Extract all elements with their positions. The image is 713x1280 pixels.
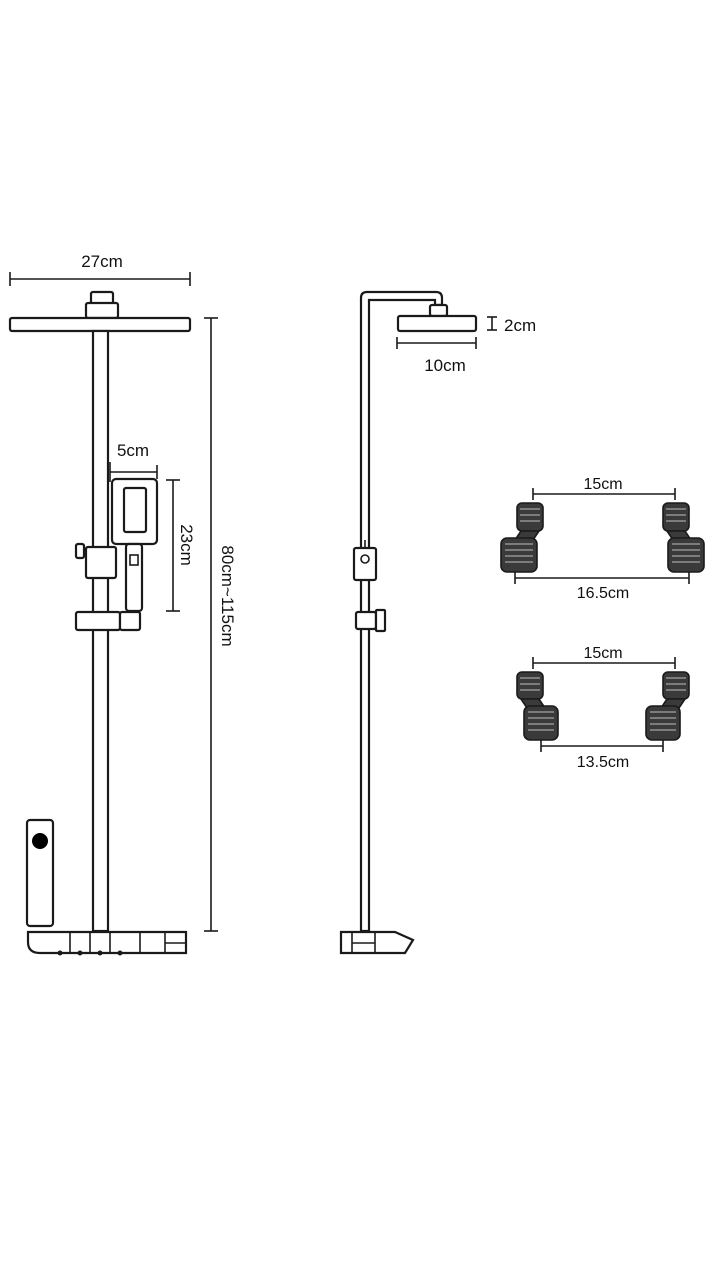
center-distance-label-a: 15cm: [583, 476, 622, 493]
connector-set-a: 15cm: [500, 476, 705, 602]
diverter-holder: [74, 542, 118, 580]
sliding-bracket: [74, 610, 142, 632]
head-connector: [84, 290, 120, 320]
connector-set-b: 15cm: [516, 645, 690, 771]
head-width-dimension: 27cm: [9, 252, 191, 286]
tub-spout-side: [339, 930, 415, 955]
right-fitting-b: [645, 671, 690, 741]
side-view: 2cm 10cm: [339, 290, 536, 955]
center-distance-label-b: 15cm: [583, 645, 622, 662]
head-depth-dimension: 10cm: [396, 337, 477, 375]
handheld-shower: [110, 477, 159, 613]
head-thickness-dimension: 2cm: [487, 316, 536, 335]
head-thickness-label: 2cm: [504, 316, 536, 335]
head-depth-label: 10cm: [424, 356, 466, 375]
inner-span-dimension-b: 13.5cm: [540, 740, 664, 771]
handheld-width-label: 5cm: [117, 441, 149, 460]
left-fitting-b: [516, 671, 559, 741]
height-range-label: 80cm~115cm: [218, 545, 237, 646]
handheld-height-label: 23cm: [177, 524, 196, 566]
side-diverter: [352, 540, 378, 582]
center-distance-dimension-a: 15cm: [532, 476, 676, 500]
right-fitting-a: [662, 502, 705, 573]
side-sliding-bracket: [354, 608, 387, 633]
outer-span-label-a: 16.5cm: [577, 585, 629, 602]
tub-spout-front: [26, 930, 188, 956]
button-icon: [32, 833, 48, 849]
head-width-label: 27cm: [81, 252, 123, 271]
hand-shower-holder: [25, 818, 55, 928]
handheld-height-dimension: 23cm: [166, 479, 196, 612]
center-distance-dimension-b: 15cm: [532, 645, 676, 669]
handheld-width-dimension: 5cm: [109, 441, 158, 482]
left-fitting-a: [500, 502, 544, 573]
outer-span-dimension-a: 16.5cm: [514, 572, 690, 602]
inner-span-label-b: 13.5cm: [577, 754, 629, 771]
side-shower-head: [396, 314, 478, 333]
rain-shower-head: [8, 316, 192, 333]
front-view: 27cm 5cm 23cm: [8, 252, 237, 956]
height-range-dimension: 80cm~115cm: [204, 317, 237, 932]
